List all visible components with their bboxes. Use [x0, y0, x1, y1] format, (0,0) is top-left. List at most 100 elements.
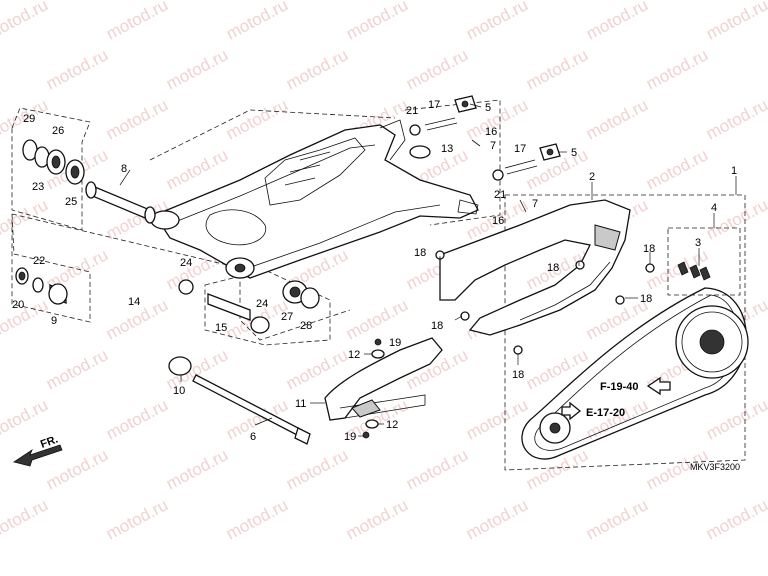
callout-22: 22: [33, 255, 45, 267]
callout-3: 3: [695, 237, 701, 249]
watermark: motod.ru: [103, 495, 171, 543]
callout-15: 15: [215, 322, 227, 334]
watermark: motod.ru: [223, 95, 291, 143]
watermark: motod.ru: [643, 45, 711, 93]
watermark: motod.ru: [703, 95, 768, 143]
callout-13: 13: [441, 143, 453, 155]
callout-17: 17: [514, 143, 526, 155]
callout-21: 21: [406, 105, 418, 117]
callout-16: 16: [492, 215, 504, 227]
watermark: motod.ru: [43, 345, 111, 393]
fasteners: [362, 250, 655, 439]
watermark: motod.ru: [0, 295, 51, 343]
callout-18: 18: [640, 293, 652, 305]
bearing-set-lower: [15, 267, 68, 305]
watermark: motod.ru: [163, 445, 231, 493]
watermark: motod.ru: [643, 145, 711, 193]
watermark: motod.ru: [463, 495, 531, 543]
callout-11: 11: [295, 398, 306, 410]
callout-17: 17: [428, 99, 440, 111]
watermark: motod.ru: [163, 45, 231, 93]
chain-case: [439, 199, 631, 336]
callout-18: 18: [547, 262, 559, 274]
watermark: motod.ru: [583, 95, 651, 143]
callout-26: 26: [52, 125, 64, 137]
callout-18: 18: [414, 247, 426, 259]
watermark: motod.ru: [463, 395, 531, 443]
watermark-layer: motod.ru motod.ru motod.ru motod.ru moto…: [0, 0, 768, 544]
watermark: motod.ru: [0, 395, 51, 443]
watermark: motod.ru: [583, 495, 651, 543]
callout-24: 24: [256, 298, 268, 310]
chain-adjusters: [409, 95, 561, 213]
callout-1: 1: [731, 165, 737, 177]
leader-lines: [119, 103, 737, 437]
chain-slider: [324, 337, 443, 421]
callout-5: 5: [485, 102, 491, 114]
box-swingarm: [11, 213, 351, 341]
box-chain-set: [504, 194, 746, 471]
box-chain-hardware: [667, 227, 741, 296]
callout-18: 18: [512, 369, 524, 381]
watermark: motod.ru: [703, 395, 768, 443]
direction-label: FR.: [39, 433, 60, 450]
callout-20: 20: [12, 299, 24, 311]
group-boxes: [11, 99, 746, 471]
drive-chain: [521, 261, 749, 460]
drawing-code: MKV3F3200: [690, 462, 740, 472]
callout-12: 12: [386, 419, 398, 431]
callout-19: 19: [344, 431, 356, 443]
callout-23: 23: [32, 181, 44, 193]
watermark: motod.ru: [703, 0, 768, 44]
callout-14: 14: [128, 296, 140, 308]
watermark: motod.ru: [223, 0, 291, 44]
callout-7: 7: [490, 140, 496, 152]
watermark: motod.ru: [703, 495, 768, 543]
callout-2: 2: [589, 171, 595, 183]
watermark: motod.ru: [523, 345, 591, 393]
watermark: motod.ru: [163, 145, 231, 193]
callout-6: 6: [250, 431, 256, 443]
pivot-hardware: [168, 279, 320, 376]
watermark: motod.ru: [103, 0, 171, 44]
watermark: motod.ru: [0, 0, 51, 44]
watermark: motod.ru: [283, 445, 351, 493]
front-direction-indicator: FR.: [13, 433, 63, 467]
watermark: motod.ru: [523, 45, 591, 93]
watermark: motod.ru: [343, 0, 411, 44]
callout-12: 12: [348, 349, 360, 361]
watermark: motod.ru: [583, 395, 651, 443]
callout-19: 19: [389, 337, 401, 349]
reference-labels: F-19-40 E-17-20: [586, 381, 639, 419]
watermark: motod.ru: [283, 45, 351, 93]
pivot-bolt: [192, 374, 311, 445]
watermark: motod.ru: [103, 95, 171, 143]
callout-8: 8: [121, 163, 127, 175]
watermark: motod.ru: [583, 0, 651, 44]
callout-10: 10: [173, 385, 185, 397]
box-adjusters: [404, 99, 501, 226]
reference-code: F-19-40: [600, 381, 639, 393]
pivot-collar-tube: [85, 181, 156, 224]
watermark: motod.ru: [343, 495, 411, 543]
callout-29: 29: [23, 113, 35, 125]
callout-9: 9: [51, 315, 57, 327]
callout-18: 18: [431, 320, 443, 332]
swingarm: [150, 119, 479, 279]
reference-arrows: [561, 376, 671, 421]
box-pivot-parts: [204, 269, 331, 346]
callout-24: 24: [180, 257, 192, 269]
callout-21: 21: [494, 189, 506, 201]
callout-27: 27: [281, 311, 293, 323]
callout-28: 28: [300, 320, 312, 332]
watermark: motod.ru: [103, 395, 171, 443]
watermark: motod.ru: [43, 45, 111, 93]
watermark: motod.ru: [463, 0, 531, 44]
front-arrow-icon: [13, 444, 63, 467]
watermark: motod.ru: [523, 445, 591, 493]
bearing-set-upper: [22, 139, 85, 185]
callout-7: 7: [532, 198, 538, 210]
box-swingarm-top: [149, 109, 396, 161]
watermark: motod.ru: [223, 495, 291, 543]
